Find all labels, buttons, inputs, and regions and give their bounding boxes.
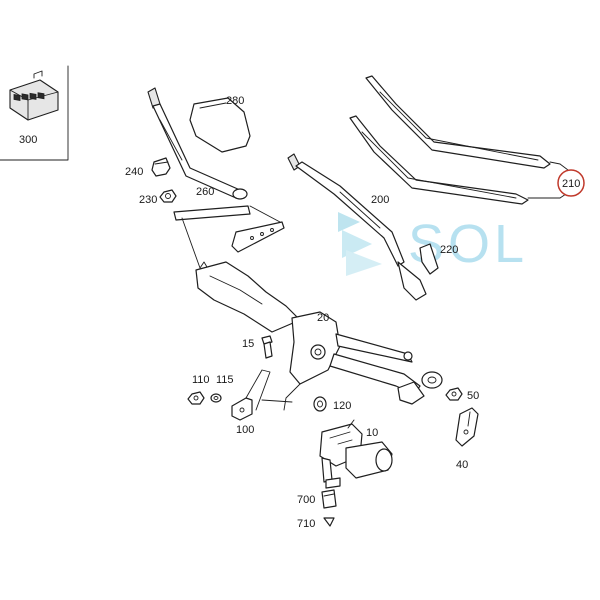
seal-710-drawing[interactable]	[323, 517, 335, 527]
bracket-100-drawing[interactable]	[231, 369, 293, 421]
grommet-120-drawing[interactable]	[313, 396, 327, 412]
part-label-700: 700	[297, 494, 315, 506]
connector-700-drawing[interactable]	[321, 489, 337, 509]
part-label-200: 200	[371, 194, 389, 206]
highlight-circle-210	[557, 169, 585, 197]
wiper-blade-210-upper-drawing[interactable]	[365, 75, 561, 169]
part-label-260: 260	[196, 186, 214, 198]
cap-240-drawing[interactable]	[151, 157, 171, 177]
bracket-40-drawing[interactable]	[455, 407, 479, 447]
part-label-230: 230	[139, 194, 157, 206]
part-label-100: 100	[236, 424, 254, 436]
cover-280-drawing[interactable]	[189, 97, 251, 153]
part-label-710: 710	[297, 518, 315, 530]
nut-110-drawing[interactable]	[187, 391, 205, 405]
inset-box-300: 300	[0, 65, 69, 161]
wiper-linkage-20-drawing[interactable]	[195, 261, 443, 411]
part-label-15: 15	[242, 338, 254, 350]
part-label-220: 220	[440, 244, 458, 256]
part-label-300: 300	[19, 134, 37, 146]
part-label-20: 20	[317, 312, 329, 324]
part-label-120: 120	[333, 400, 351, 412]
part-label-10: 10	[366, 427, 378, 439]
part-label-210: 210	[562, 178, 580, 190]
part-label-240: 240	[125, 166, 143, 178]
wiper-arm-200-drawing[interactable]	[287, 153, 427, 301]
watermark-logo-icon	[338, 212, 382, 276]
nut-230-drawing[interactable]	[159, 189, 177, 203]
part-label-50: 50	[467, 390, 479, 402]
part-210-highlight: 210	[557, 169, 585, 197]
wiper-arm-260-drawing[interactable]	[147, 87, 248, 200]
nut-50-drawing[interactable]	[445, 387, 463, 401]
part-label-40: 40	[456, 459, 468, 471]
part-label-115: 115	[216, 374, 234, 386]
wiper-blade-210-lower-drawing[interactable]	[349, 115, 561, 205]
relay-module-300-drawing[interactable]	[9, 70, 59, 121]
bolt-15-drawing[interactable]	[261, 335, 273, 359]
part-label-110: 110	[192, 374, 210, 386]
cap-220-drawing[interactable]	[419, 243, 439, 275]
washer-115-drawing[interactable]	[210, 393, 222, 403]
linkage-rod-left-drawing[interactable]	[173, 205, 285, 281]
wiper-motor-10-drawing[interactable]	[319, 419, 393, 489]
part-label-280: 280	[226, 95, 244, 107]
